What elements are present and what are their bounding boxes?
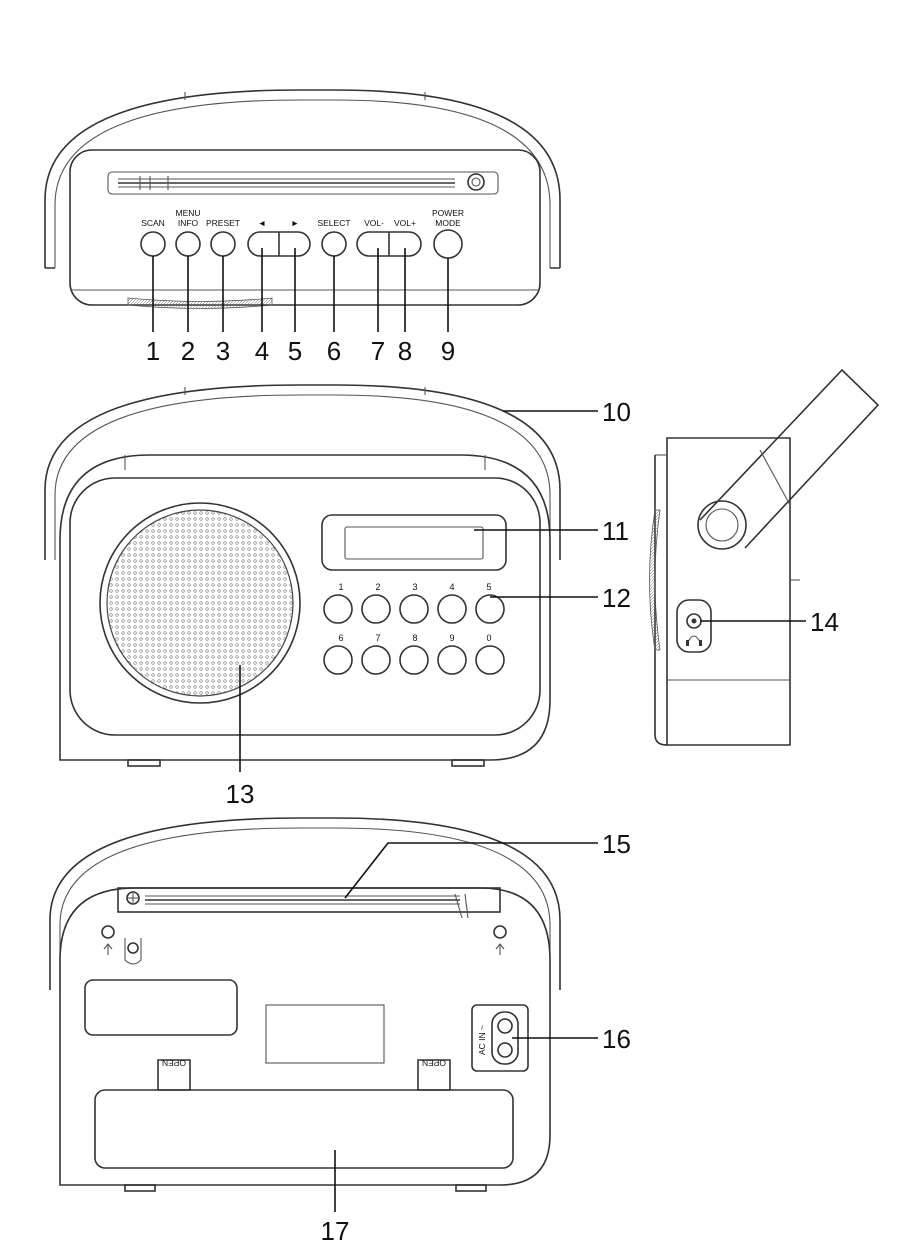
info-label: INFO bbox=[178, 218, 199, 228]
preset-button[interactable] bbox=[210, 231, 236, 257]
callout-6: 6 bbox=[327, 336, 341, 366]
preset-key-5[interactable] bbox=[475, 594, 505, 624]
callout-10: 10 bbox=[602, 397, 631, 427]
key-label-1: 1 bbox=[338, 582, 343, 592]
headphone-icon bbox=[686, 613, 702, 646]
vol-plus-label: VOL+ bbox=[394, 218, 416, 228]
callout-12: 12 bbox=[602, 583, 631, 613]
select-label: SELECT bbox=[317, 218, 350, 228]
preset-key-7[interactable] bbox=[361, 645, 391, 675]
arrow-up-icon bbox=[103, 943, 505, 955]
side-view: 14 bbox=[649, 368, 880, 746]
right-arrow-label: ► bbox=[291, 218, 299, 228]
preset-key-8[interactable] bbox=[399, 645, 429, 675]
key-label-8: 8 bbox=[412, 633, 417, 643]
scan-label: SCAN bbox=[141, 218, 165, 228]
callout-17: 17 bbox=[321, 1216, 350, 1242]
key-label-3: 3 bbox=[412, 582, 417, 592]
callout-1: 1 bbox=[146, 336, 160, 366]
key-label-2: 2 bbox=[375, 582, 380, 592]
power-label: POWER bbox=[432, 208, 464, 218]
key-label-5: 5 bbox=[486, 582, 491, 592]
callout-9: 9 bbox=[441, 336, 455, 366]
callout-16: 16 bbox=[602, 1024, 631, 1054]
speaker-grille bbox=[99, 502, 301, 704]
mode-label: MODE bbox=[435, 218, 461, 228]
ac-in-label: AC IN ~ bbox=[477, 1025, 487, 1055]
callout-7: 7 bbox=[371, 336, 385, 366]
back-view: AC IN ~ OPEN OPEN 15 16 17 bbox=[49, 817, 631, 1242]
front-view: 1 2 3 4 5 6 7 8 9 0 10 11 12 13 bbox=[44, 384, 631, 809]
screw-icon bbox=[126, 891, 140, 905]
top-view: SCAN MENU INFO PRESET ◄ ► SELECT VOL- VO… bbox=[44, 89, 561, 366]
display-window bbox=[321, 514, 507, 571]
preset-key-2[interactable] bbox=[361, 594, 391, 624]
left-arrow-label: ◄ bbox=[258, 218, 266, 228]
key-label-0: 0 bbox=[486, 633, 491, 643]
callout-8: 8 bbox=[398, 336, 412, 366]
select-button[interactable] bbox=[321, 231, 347, 257]
key-label-7: 7 bbox=[375, 633, 380, 643]
open-right-label: OPEN bbox=[422, 1058, 446, 1068]
vol-minus-label: VOL- bbox=[364, 218, 384, 228]
callout-11: 11 bbox=[602, 516, 629, 546]
key-label-6: 6 bbox=[338, 633, 343, 643]
scan-button[interactable] bbox=[140, 231, 166, 257]
key-label-4: 4 bbox=[449, 582, 454, 592]
callout-2: 2 bbox=[181, 336, 195, 366]
callout-15: 15 bbox=[602, 829, 631, 859]
preset-key-3[interactable] bbox=[399, 594, 429, 624]
preset-key-6[interactable] bbox=[323, 645, 353, 675]
battery-cover[interactable] bbox=[94, 1089, 514, 1169]
preset-key-4[interactable] bbox=[437, 594, 467, 624]
callout-4: 4 bbox=[255, 336, 269, 366]
open-left-label: OPEN bbox=[162, 1058, 186, 1068]
key-label-9: 9 bbox=[449, 633, 454, 643]
callout-14: 14 bbox=[810, 607, 839, 637]
callout-13: 13 bbox=[226, 779, 255, 809]
menu-label: MENU bbox=[175, 208, 200, 218]
preset-key-0[interactable] bbox=[475, 645, 505, 675]
preset-label: PRESET bbox=[206, 218, 240, 228]
preset-key-9[interactable] bbox=[437, 645, 467, 675]
power-mode-button[interactable] bbox=[433, 229, 463, 259]
preset-key-1[interactable] bbox=[323, 594, 353, 624]
callout-5: 5 bbox=[288, 336, 302, 366]
callout-3: 3 bbox=[216, 336, 230, 366]
menu-info-button[interactable] bbox=[175, 231, 201, 257]
antenna-icon bbox=[118, 173, 485, 191]
